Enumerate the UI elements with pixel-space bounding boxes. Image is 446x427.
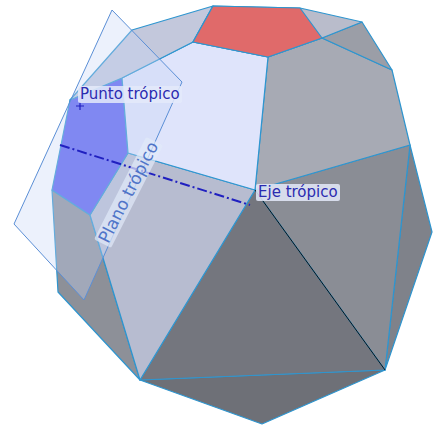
top-pentagon <box>193 6 322 57</box>
tropic-point <box>76 102 84 110</box>
tropic-plane <box>14 10 182 300</box>
point-label: Punto trópico <box>78 86 182 103</box>
axis-label: Eje trópico <box>256 184 340 201</box>
edge <box>255 190 385 370</box>
face <box>193 6 362 57</box>
